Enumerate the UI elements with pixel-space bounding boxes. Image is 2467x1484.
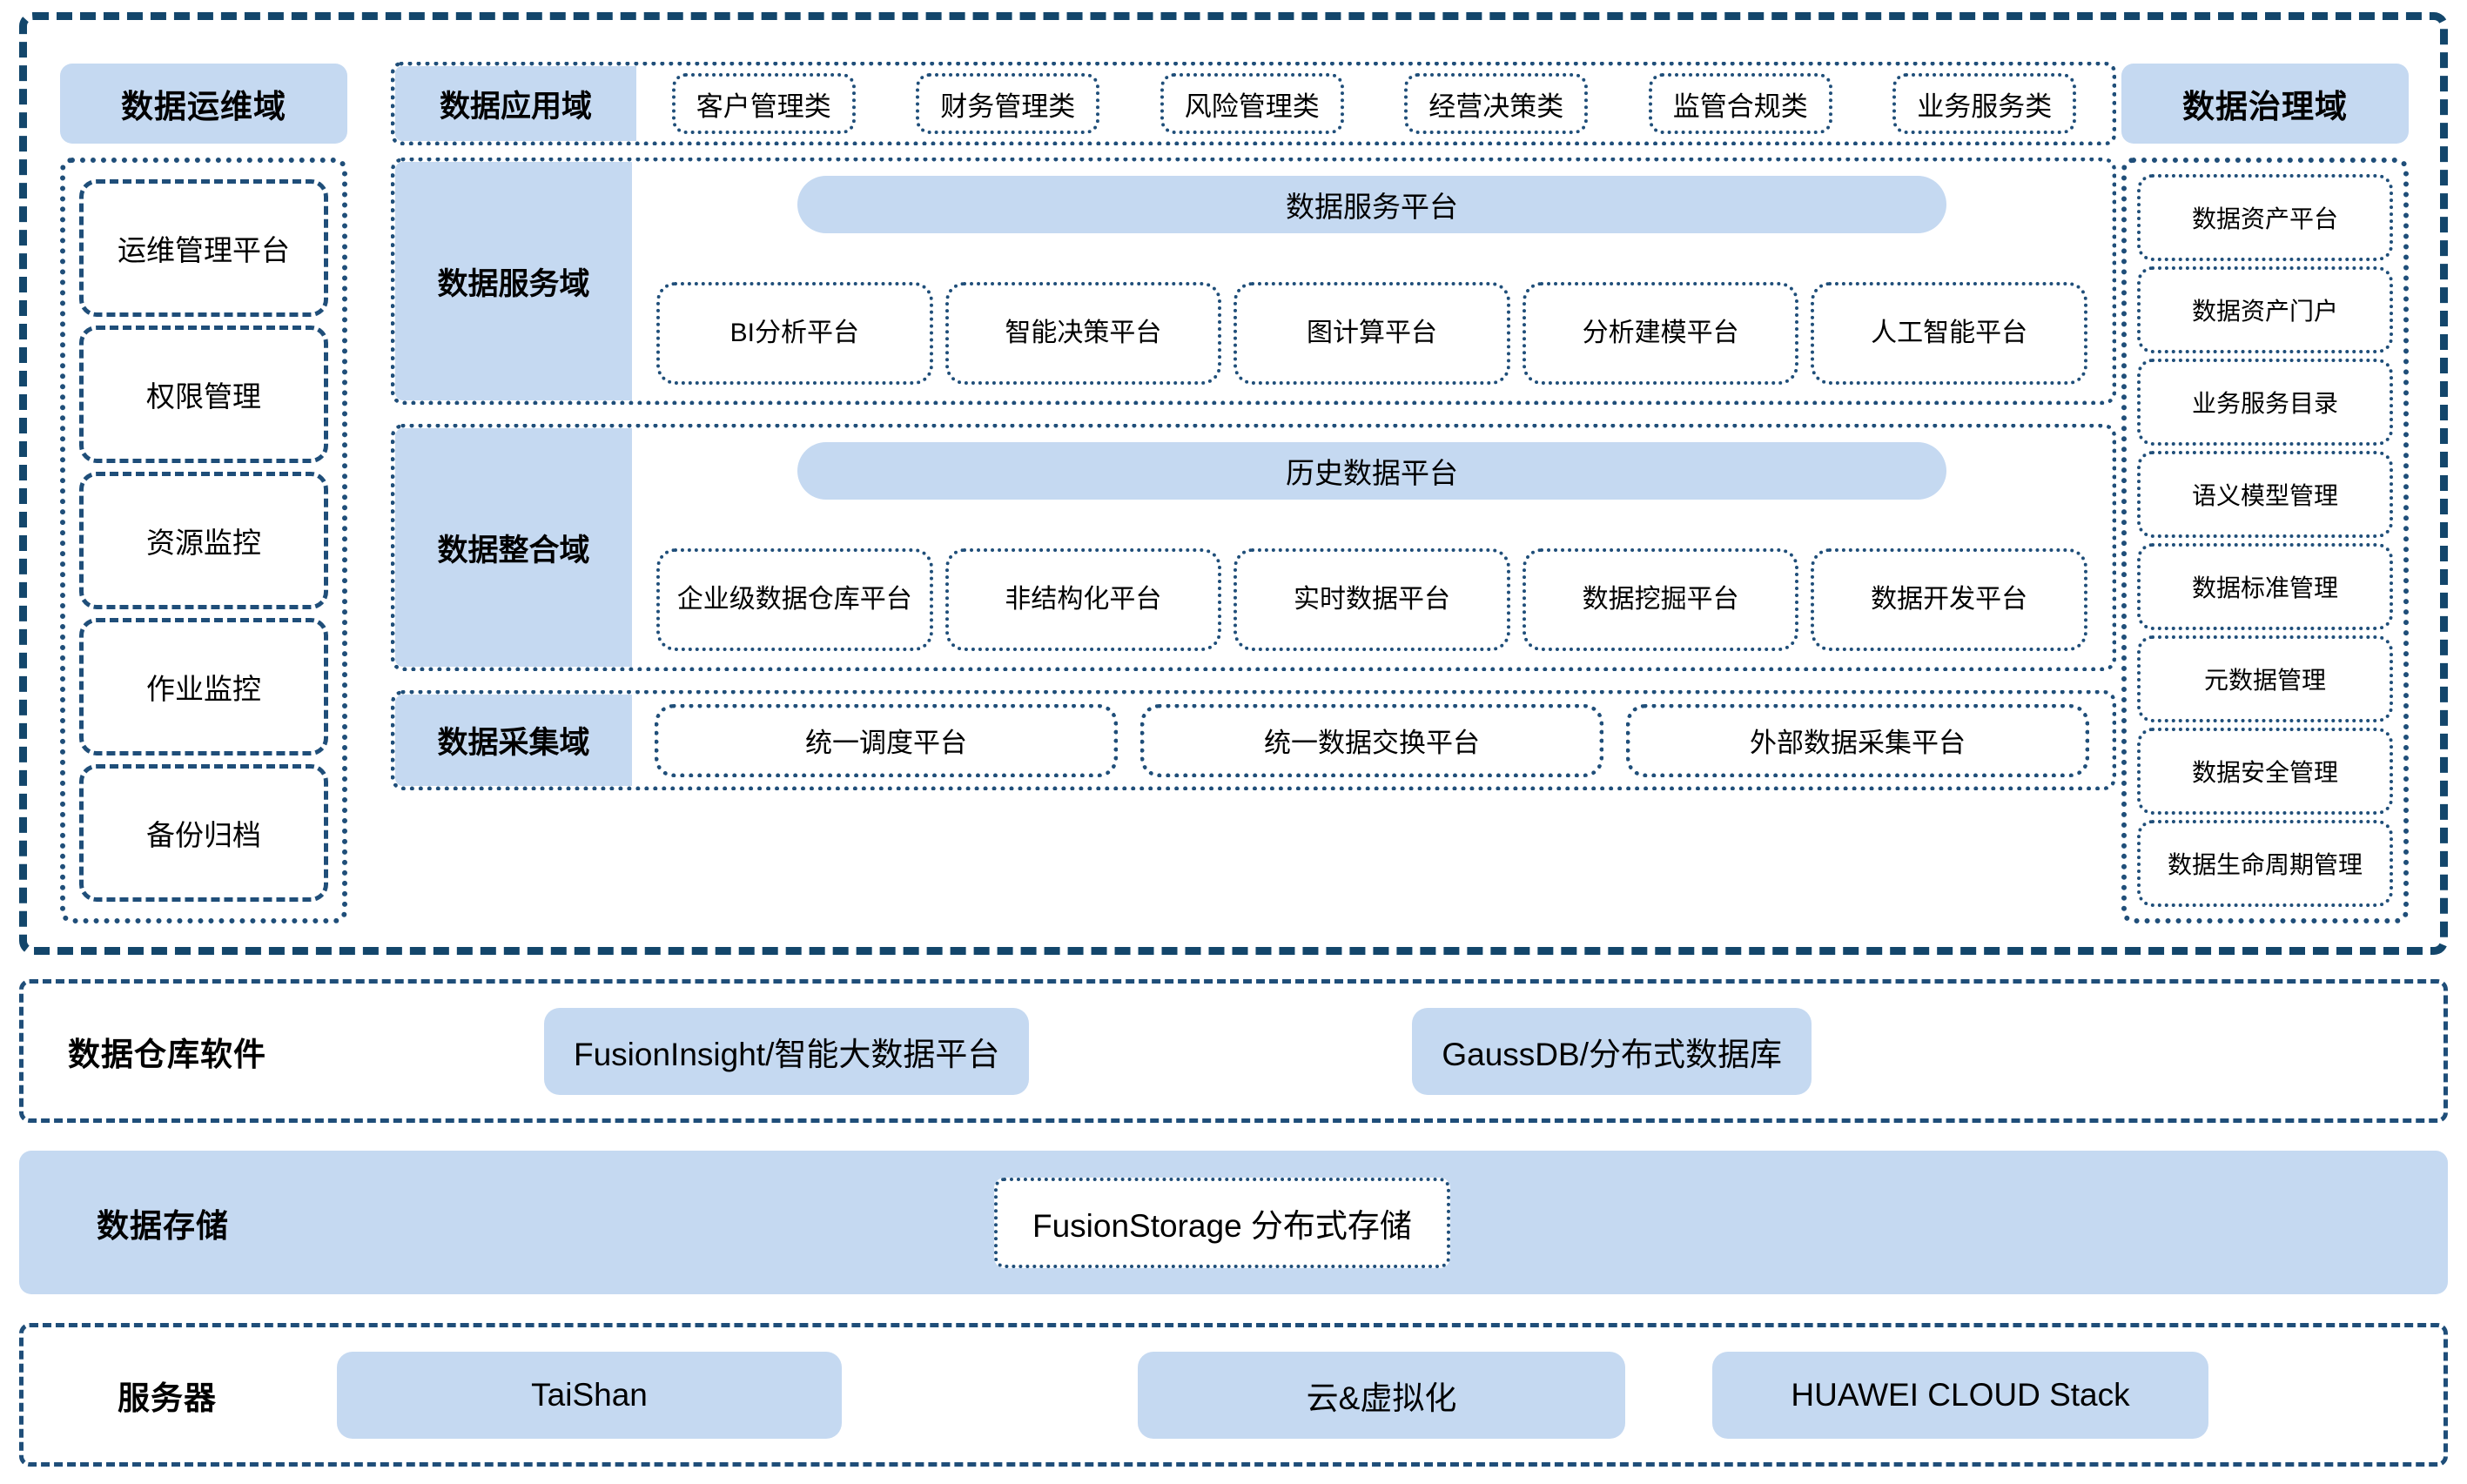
data-storage-items: FusionStorage 分布式存储 — [306, 1151, 2448, 1294]
app-domain-box: 数据应用域 客户管理类 财务管理类 风险管理类 经营决策类 监管合规类 业务服务… — [391, 62, 2116, 145]
ops-domain-title: 数据运维域 — [60, 64, 347, 144]
integration-domain-body: 历史数据平台 企业级数据仓库平台 非结构化平台 实时数据平台 数据挖掘平台 数据… — [632, 428, 2112, 667]
warehouse-software-label: 数据仓库软件 — [68, 1036, 266, 1072]
warehouse-software-item[interactable]: FusionInsight/智能大数据平台 — [544, 1007, 1030, 1095]
service-domain-body: 数据服务平台 BI分析平台 智能决策平台 图计算平台 分析建模平台 人工智能平台 — [632, 162, 2112, 400]
integration-domain-label: 数据整合域 — [395, 428, 632, 667]
gov-domain-item[interactable]: 数据资产平台 — [2137, 174, 2393, 261]
data-storage-item[interactable]: FusionStorage 分布式存储 — [994, 1177, 1450, 1268]
service-domain-row: 数据服务域 数据服务平台 BI分析平台 智能决策平台 图计算平台 分析建模平台 … — [391, 158, 2116, 405]
warehouse-software-items: FusionInsight/智能大数据平台 GaussDB/分布式数据库 — [311, 984, 2443, 1118]
integration-domain-item[interactable]: 企业级数据仓库平台 — [656, 548, 933, 651]
app-domain-chip[interactable]: 业务服务类 — [1892, 73, 2077, 134]
collection-domain-item[interactable]: 外部数据采集平台 — [1626, 703, 2089, 777]
service-domain-item[interactable]: 智能决策平台 — [944, 282, 1222, 385]
gov-domain-item[interactable]: 数据安全管理 — [2137, 728, 2393, 815]
data-storage-band: 数据存储 FusionStorage 分布式存储 — [19, 1151, 2448, 1294]
collection-domain-label: 数据采集域 — [395, 695, 632, 786]
collection-domain-row: 数据采集域 统一调度平台 统一数据交换平台 外部数据采集平台 — [391, 690, 2116, 790]
integration-domain-item[interactable]: 数据挖掘平台 — [1522, 548, 1799, 651]
server-item[interactable]: TaiShan — [337, 1351, 842, 1439]
collection-domain-item[interactable]: 统一数据交换平台 — [1140, 703, 1603, 777]
collection-domain-body: 统一调度平台 统一数据交换平台 外部数据采集平台 — [632, 695, 2112, 786]
integration-domain-chips: 企业级数据仓库平台 非结构化平台 实时数据平台 数据挖掘平台 数据开发平台 — [651, 548, 2093, 651]
gov-domain-item[interactable]: 数据标准管理 — [2137, 543, 2393, 630]
server-items: TaiShan 云&虚拟化 HUAWEI CLOUD Stack — [311, 1327, 2443, 1462]
server-item[interactable]: HUAWEI CLOUD Stack — [1712, 1351, 2208, 1439]
ops-domain-item[interactable]: 权限管理 — [79, 326, 328, 463]
server-item[interactable]: 云&虚拟化 — [1138, 1351, 1625, 1439]
service-domain-banner: 数据服务平台 — [797, 176, 1946, 233]
integration-domain-item[interactable]: 实时数据平台 — [1234, 548, 1510, 651]
gov-domain-column: 数据资产平台 数据资产门户 业务服务目录 语义模型管理 数据标准管理 元数据管理… — [2121, 158, 2409, 923]
integration-domain-banner: 历史数据平台 — [797, 442, 1946, 500]
service-domain-chips: BI分析平台 智能决策平台 图计算平台 分析建模平台 人工智能平台 — [651, 282, 2093, 385]
app-domain-chip[interactable]: 经营决策类 — [1404, 73, 1589, 134]
collection-domain-item[interactable]: 统一调度平台 — [655, 703, 1118, 777]
app-domain-chip[interactable]: 监管合规类 — [1648, 73, 1832, 134]
gov-domain-item[interactable]: 语义模型管理 — [2137, 451, 2393, 538]
ops-domain-item[interactable]: 作业监控 — [79, 618, 328, 755]
app-domain-chip[interactable]: 财务管理类 — [916, 73, 1100, 134]
gov-domain-item[interactable]: 数据资产门户 — [2137, 266, 2393, 353]
service-domain-item[interactable]: 分析建模平台 — [1522, 282, 1799, 385]
gov-domain-item[interactable]: 元数据管理 — [2137, 635, 2393, 722]
gov-domain-title: 数据治理域 — [2121, 64, 2409, 144]
gov-domain-item[interactable]: 业务服务目录 — [2137, 359, 2393, 446]
service-domain-item[interactable]: 图计算平台 — [1234, 282, 1510, 385]
app-domain-items: 客户管理类 财务管理类 风险管理类 经营决策类 监管合规类 业务服务类 — [636, 66, 2112, 141]
service-domain-item[interactable]: BI分析平台 — [656, 282, 933, 385]
integration-domain-item[interactable]: 非结构化平台 — [944, 548, 1222, 651]
ops-domain-item[interactable]: 资源监控 — [79, 472, 328, 609]
integration-domain-item[interactable]: 数据开发平台 — [1811, 548, 2087, 651]
ops-domain-item[interactable]: 备份归档 — [79, 764, 328, 902]
server-label: 服务器 — [118, 1380, 217, 1416]
gov-domain-item[interactable]: 数据生命周期管理 — [2137, 820, 2393, 907]
ops-domain-column: 运维管理平台 权限管理 资源监控 作业监控 备份归档 — [60, 158, 347, 923]
center-domain-stack: 数据服务域 数据服务平台 BI分析平台 智能决策平台 图计算平台 分析建模平台 … — [391, 158, 2116, 923]
app-domain-chip[interactable]: 客户管理类 — [671, 73, 856, 134]
app-domain-label: 数据应用域 — [395, 66, 636, 141]
integration-domain-row: 数据整合域 历史数据平台 企业级数据仓库平台 非结构化平台 实时数据平台 数据挖… — [391, 424, 2116, 671]
header-row: 数据运维域 数据应用域 客户管理类 财务管理类 风险管理类 经营决策类 监管合规… — [27, 20, 2440, 145]
app-domain-chip[interactable]: 风险管理类 — [1160, 73, 1344, 134]
service-domain-item[interactable]: 人工智能平台 — [1811, 282, 2087, 385]
service-domain-label: 数据服务域 — [395, 162, 632, 400]
server-band: 服务器 TaiShan 云&虚拟化 HUAWEI CLOUD Stack — [19, 1323, 2448, 1467]
data-storage-label: 数据存储 — [97, 1207, 229, 1244]
ops-domain-item[interactable]: 运维管理平台 — [79, 179, 328, 317]
warehouse-software-item[interactable]: GaussDB/分布式数据库 — [1412, 1007, 1812, 1095]
platform-outer-frame: 数据运维域 数据应用域 客户管理类 财务管理类 风险管理类 经营决策类 监管合规… — [19, 12, 2448, 955]
warehouse-software-band: 数据仓库软件 FusionInsight/智能大数据平台 GaussDB/分布式… — [19, 979, 2448, 1123]
